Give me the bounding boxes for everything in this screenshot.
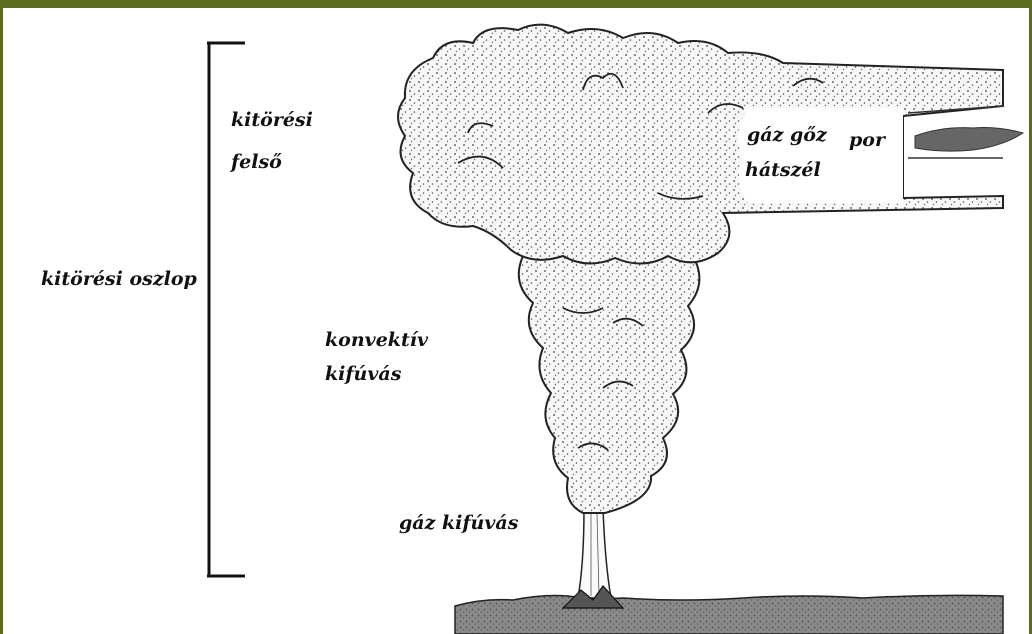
- eruption-top-label-2: felső: [229, 151, 282, 173]
- umbrella-cloud: [398, 25, 1003, 264]
- ash-plume: [915, 128, 1023, 152]
- convective-label-1: konvektív: [325, 329, 429, 351]
- downwind-label: hátszél: [745, 159, 821, 181]
- gas-steam-label: gáz gőz: [747, 124, 828, 146]
- downwind-gap: [738, 108, 903, 203]
- convective-label-2: kifúvás: [325, 363, 402, 385]
- gas-thrust-label: gáz kifúvás: [399, 512, 519, 534]
- dust-label: por: [849, 129, 887, 151]
- eruption-column-label: kitörési oszlop: [41, 268, 198, 290]
- eruption-column-diagram: kitörési felső kitörési oszlop konvektív…: [3, 8, 1029, 634]
- gas-thrust-stem: [578, 508, 611, 598]
- eruption-top-label-1: kitörési: [231, 109, 313, 131]
- ground: [455, 595, 1003, 634]
